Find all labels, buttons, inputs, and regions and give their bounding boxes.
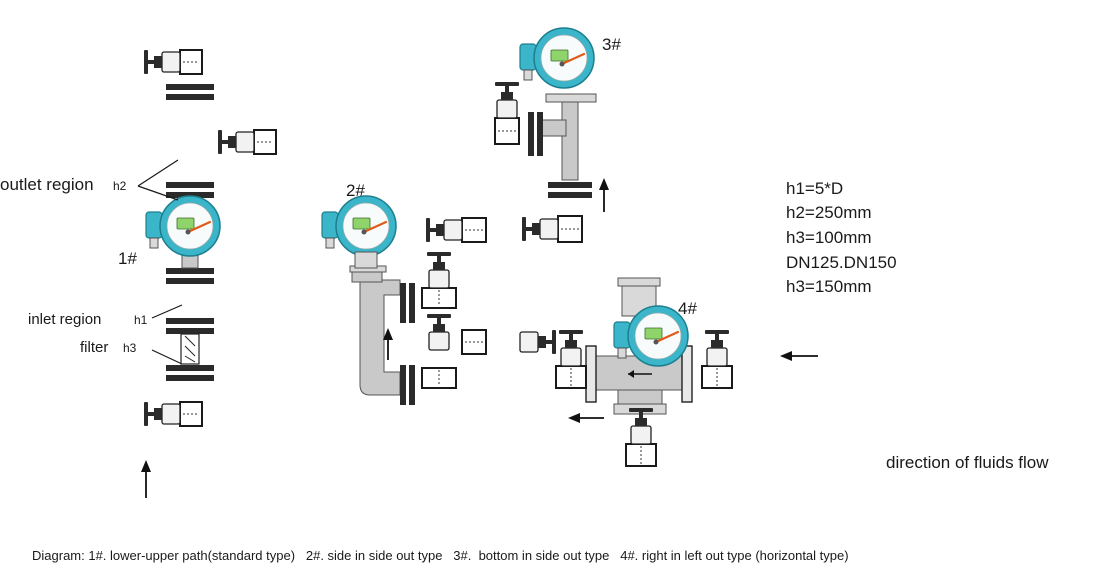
- inlet-region-label: inlet region: [28, 311, 101, 328]
- h2-label: h2: [113, 179, 127, 193]
- meter-2-label: 2#: [346, 181, 365, 200]
- h1-label: h1: [134, 313, 148, 327]
- meter-4-label: 4#: [678, 299, 697, 318]
- spec-line: h3=100mm: [786, 228, 872, 247]
- caption: Diagram: 1#. lower-upper path(standard t…: [32, 548, 849, 563]
- outlet-region-label: outlet region: [0, 175, 94, 194]
- h3-label: h3: [123, 341, 137, 355]
- meter-3-label: 3#: [602, 35, 621, 54]
- spec-line: DN125.DN150: [786, 253, 897, 272]
- meter-1-label: 1#: [118, 249, 137, 268]
- spec-line: h2=250mm: [786, 203, 872, 222]
- flow-arrows: [141, 178, 818, 498]
- filter-label: filter: [80, 339, 108, 356]
- meter-1-assembly: [143, 49, 277, 427]
- meter-2-assembly: [320, 194, 557, 405]
- spec-list: h1=5*D h2=250mm h3=100mm DN125.DN150 h3=…: [786, 179, 897, 296]
- spec-line: h3=150mm: [786, 277, 872, 296]
- meter-4-assembly: [555, 277, 733, 467]
- pipe-network: [168, 0, 1030, 533]
- direction-label: direction of fluids flow: [886, 453, 1049, 472]
- meter-3-assembly: [494, 26, 597, 243]
- spec-line: h1=5*D: [786, 179, 843, 198]
